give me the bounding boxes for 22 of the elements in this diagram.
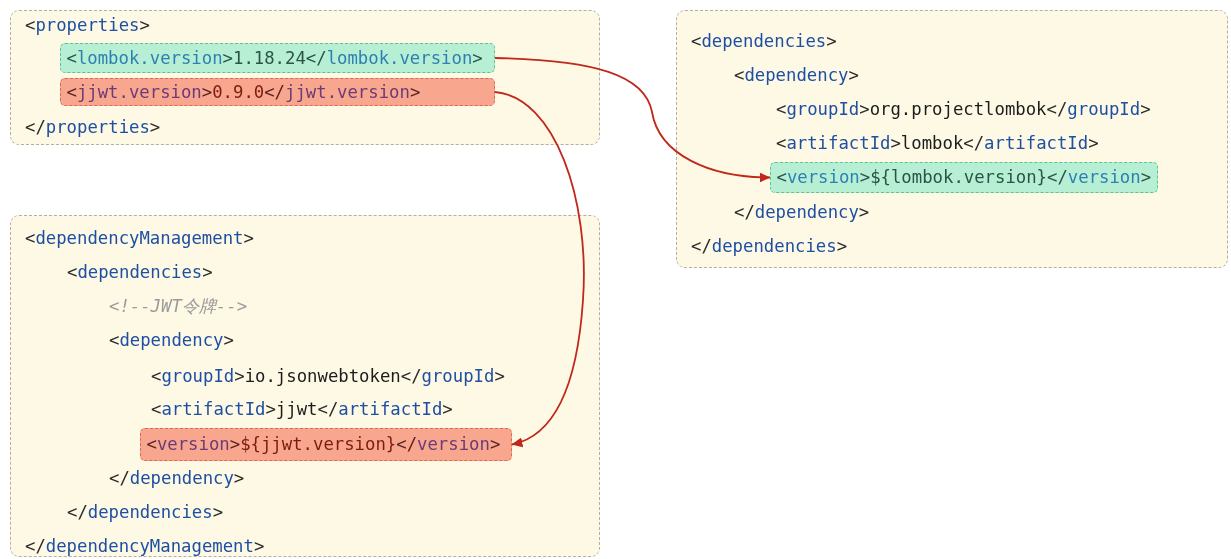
code-panel — [676, 10, 1228, 268]
arrow — [494, 91, 585, 447]
code-line: <dependencyManagement> — [25, 227, 254, 249]
code-line: <groupId>org.projectlombok</groupId> — [776, 98, 1151, 120]
code-line: <dependency> — [734, 64, 859, 86]
code-line: <artifactId>lombok</artifactId> — [776, 132, 1099, 154]
code-line: </dependency> — [734, 201, 870, 223]
code-line: </dependencies> — [67, 501, 224, 523]
code-line: <groupId>io.jsonwebtoken</groupId> — [151, 365, 505, 387]
code-line: </dependencies> — [691, 235, 848, 257]
code-line: </dependencyManagement> — [25, 535, 265, 557]
arrow — [494, 57, 771, 183]
code-line: </properties> — [25, 116, 161, 138]
code-line: <dependency> — [109, 329, 234, 351]
code-line: <dependencies> — [67, 261, 213, 283]
code-line: <artifactId>jjwt</artifactId> — [151, 398, 453, 420]
code-comment: <!--JWT令牌--> — [109, 295, 248, 317]
code-panel — [10, 10, 600, 145]
code-panel — [10, 215, 600, 557]
code-line: <properties> — [25, 14, 150, 36]
code-line: </dependency> — [109, 467, 245, 489]
code-line: <dependencies> — [691, 30, 837, 52]
